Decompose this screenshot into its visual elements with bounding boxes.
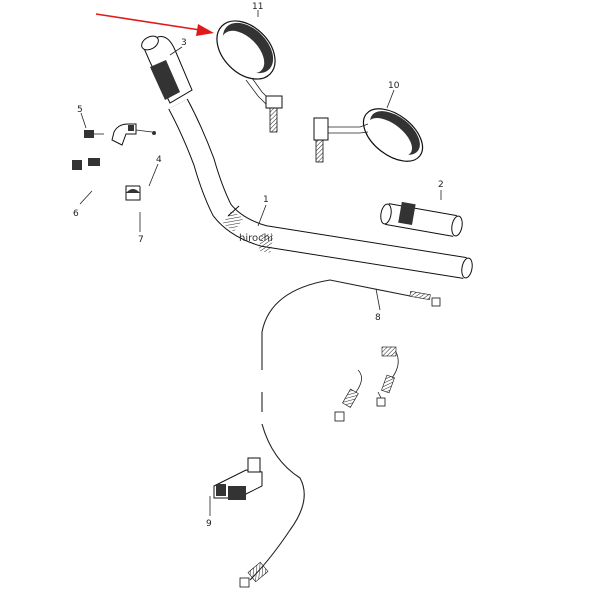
part-label-8: 8 xyxy=(375,313,381,323)
part-label-9: 9 xyxy=(206,519,212,529)
watermark-text: hirochi xyxy=(239,233,273,244)
throttle-cable-4 xyxy=(118,147,399,407)
part-label-10: 10 xyxy=(388,81,400,91)
part-label-11: 11 xyxy=(252,2,263,12)
part-label-4: 4 xyxy=(156,155,162,165)
right-grip xyxy=(380,190,463,237)
cable-bracket xyxy=(111,123,156,146)
part-label-2: 2 xyxy=(438,180,444,190)
part-label-1: 1 xyxy=(263,195,269,205)
clutch-cable-8 xyxy=(239,279,441,588)
part-label-7: 7 xyxy=(138,235,144,245)
red-pointer-arrow xyxy=(95,13,214,36)
handlebar xyxy=(168,98,473,279)
left-grip xyxy=(141,35,193,104)
cable-clamp xyxy=(125,185,141,232)
part-label-5: 5 xyxy=(77,105,83,115)
left-mirror xyxy=(216,10,283,133)
cable-holder-bracket xyxy=(209,457,263,516)
throttle-cable-6 xyxy=(72,158,362,422)
part-label-6: 6 xyxy=(73,209,79,219)
right-mirror xyxy=(313,89,424,163)
bolt xyxy=(80,112,104,138)
part-label-3: 3 xyxy=(181,38,187,48)
